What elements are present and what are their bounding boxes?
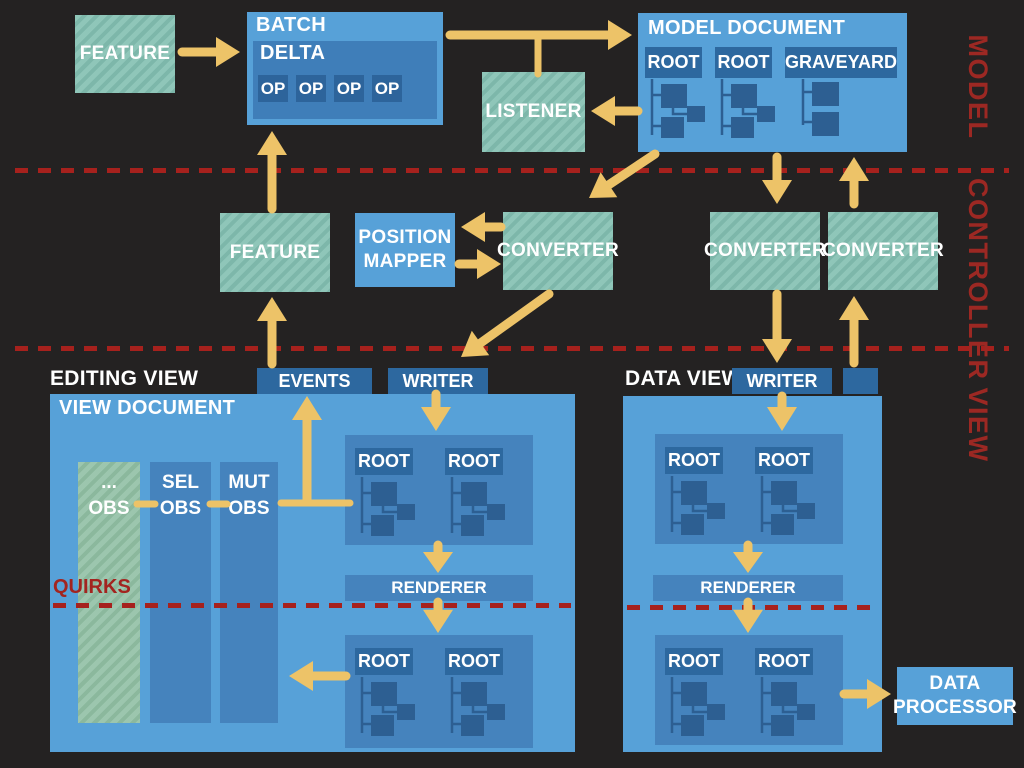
batch-label: BATCH [256,14,327,36]
data-writer-tab: WRITER [732,368,832,394]
tree-icon [447,677,509,739]
listener-box: LISTENER [482,72,585,152]
editing-renderer-bar: RENDERER [345,575,533,601]
controller-feature-box: FEATURE [220,213,330,292]
op-box: OP [334,75,364,102]
model-document-to-listener-arrow [591,96,643,126]
observer-label: ... [101,472,117,493]
view-document-box: VIEW DOCUMENT ... OBS SEL OBS MUT OBS QU… [50,394,575,752]
data-processor-label: DATA PROCESSOR [892,673,1018,718]
graveyard-label: GRAVEYARD [785,47,897,78]
left-converter-to-data-writer-arrow [762,289,792,363]
observer-label: MUT [228,472,270,493]
mutation-observer-box: MUT OBS [220,462,278,723]
root-label: ROOT [445,648,503,675]
batch-to-model-document-arrow [445,20,632,50]
data-tree-panel: ROOT ROOT [655,434,843,544]
feature-to-batch-arrow [177,37,240,67]
position-mapper-to-converter-arrow [454,249,501,279]
selection-observer-box: SEL OBS [150,462,211,723]
editing-writer-tab: WRITER [388,368,488,394]
observer-label: OBS [228,497,270,519]
data-tab-to-right-converter-arrow [839,296,869,368]
observer-label: OBS [88,497,130,519]
observer-label: SEL [162,472,199,493]
editing-tree-panel: ROOT ROOT [345,635,533,748]
root-label: ROOT [355,648,413,675]
converter-box: CONVERTER [704,212,826,290]
delta-box: DELTA OP OP OP OP [253,41,437,119]
converter-label: CONVERTER [822,240,944,261]
model-document-title: MODEL DOCUMENT [648,17,846,39]
layer-label-controller: CONTROLLER [963,178,993,381]
model-document-to-left-converter-arrow [762,152,792,204]
root-label: ROOT [715,47,772,78]
layer-label-view: VIEW [963,387,993,463]
root-label: ROOT [665,648,723,675]
op-box: OP [258,75,288,102]
tree-icon [717,79,779,141]
root-label: ROOT [665,447,723,474]
view-document-title: VIEW DOCUMENT [59,397,236,419]
tree-icon [357,477,419,539]
data-renderer-bar: RENDERER [653,575,843,601]
batch-box: BATCH DELTA OP OP OP OP [247,12,443,125]
controller-view-divider [15,346,1009,351]
quirks-label: QUIRKS [53,576,131,598]
data-quirks-divider [627,605,877,610]
events-to-controller-feature-arrow [257,297,287,369]
root-label: ROOT [645,47,702,78]
op-box: OP [296,75,326,102]
events-tab: EVENTS [257,368,372,394]
tree-icon [647,79,709,141]
editing-view-title: EDITING VIEW [50,367,199,390]
model-controller-divider [15,168,1009,173]
tree-icon [667,476,729,538]
position-mapper-box: POSITION MAPPER [355,213,455,287]
tree-icon [757,476,819,538]
model-document-to-converter-arrow [589,149,660,198]
model-feature-label: FEATURE [79,43,171,64]
model-document-box: MODEL DOCUMENT ROOT ROOT GRAVEYARD [638,13,907,152]
tree-icon [357,677,419,739]
root-label: ROOT [445,448,503,475]
position-mapper-label: POSITION MAPPER [358,227,452,272]
converter-to-position-mapper-arrow [461,212,506,242]
editing-tree-panel: ROOT ROOT [345,435,533,545]
converter-label: CONVERTER [497,240,619,261]
tree-icon [667,677,729,739]
converter-box: CONVERTER [822,212,944,290]
data-unlabeled-tab [843,368,878,394]
layer-label-model: MODEL [963,34,993,140]
data-processor-box: DATA PROCESSOR [893,667,1017,725]
root-label: ROOT [755,447,813,474]
op-box: OP [372,75,402,102]
converter-box: CONVERTER [497,212,619,290]
data-view-box: ROOT ROOT RENDERER ROOT ROOT [623,396,882,752]
data-view-title: DATA VIEW [625,367,742,390]
converter-label: CONVERTER [704,240,826,261]
observer-box: ... OBS [78,462,140,723]
tree-icon [798,79,848,141]
listener-label: LISTENER [485,101,582,122]
quirks-divider [53,603,571,608]
delta-label: DELTA [260,42,326,64]
right-converter-to-model-document-arrow [839,157,869,209]
controller-feature-label: FEATURE [229,241,321,263]
tree-icon [447,477,509,539]
observer-label: OBS [159,497,202,519]
tree-icon [757,677,819,739]
root-label: ROOT [355,448,413,475]
data-tree-panel: ROOT ROOT [655,635,843,745]
model-feature-box: FEATURE [75,15,175,93]
root-label: ROOT [755,648,813,675]
